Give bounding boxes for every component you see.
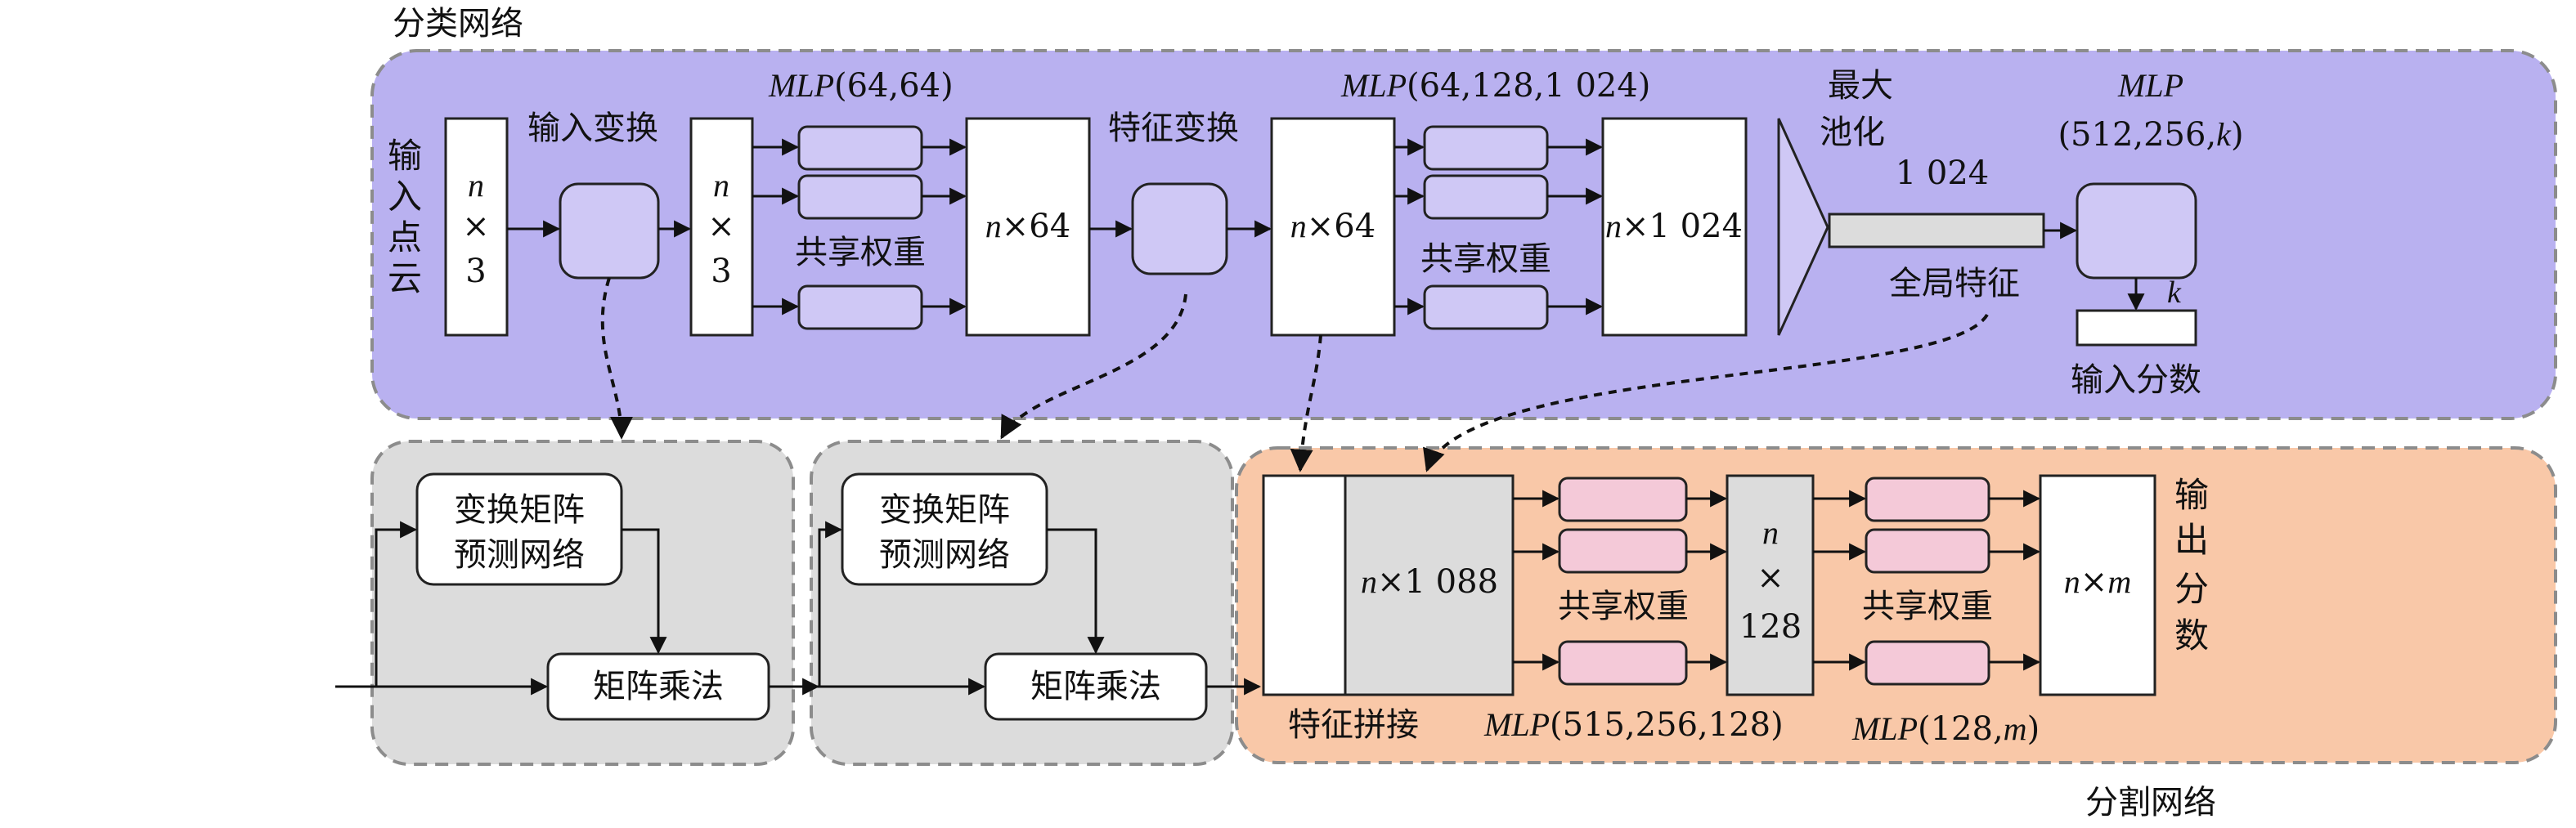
feature-transform-label: 特征变换 — [1108, 110, 1239, 147]
seg-mlp2-cell-1 — [1865, 477, 1990, 522]
svg-text:入: 入 — [388, 177, 422, 217]
tnet2-line2: 预测网络 — [879, 536, 1010, 574]
seg-mlp1-cell-3 — [1558, 640, 1688, 686]
global-feature-label: 全局特征 — [1889, 265, 2020, 302]
mlp-128-m-label: MLP(128,m) — [1851, 710, 2040, 748]
svg-text:输: 输 — [388, 136, 422, 176]
svg-text:输: 输 — [2174, 475, 2209, 515]
transformed-nx3-times: × — [707, 208, 735, 245]
transformed-nx3-three: 3 — [711, 253, 731, 290]
nx128-value: 128 — [1739, 608, 1802, 646]
concat-global-part — [1344, 474, 1515, 696]
nx128-block — [1726, 474, 1815, 696]
svg-text:出: 出 — [2174, 520, 2209, 560]
tnet2-matrix-multiply-label: 矩阵乘法 — [1030, 668, 1161, 705]
transformed-nx3-n: n — [713, 167, 729, 204]
svg-text:云: 云 — [388, 258, 422, 298]
input-nx3-three: 3 — [465, 253, 486, 290]
mlp1-cell-1 — [797, 125, 923, 171]
input-transform-box — [559, 182, 660, 280]
input-transform-label: 输入变换 — [527, 110, 658, 147]
mlp1-cell-3 — [797, 284, 923, 330]
classifier-mlp-box — [2076, 182, 2197, 280]
output-scores-label: 输 出 分 数 — [2174, 475, 2209, 656]
shared-weights-label-2: 共享权重 — [1420, 240, 1551, 278]
shared-weights-label-3: 共享权重 — [1558, 588, 1689, 625]
global-feature-bar — [1828, 213, 2045, 248]
nxm-label: n×m — [2064, 563, 2131, 601]
svg-text:点: 点 — [388, 217, 422, 257]
shared-weights-label-1: 共享权重 — [795, 234, 926, 271]
segmentation-network-title: 分割网络 — [2085, 784, 2216, 821]
tnet2-line1: 变换矩阵 — [879, 491, 1010, 529]
feature-concat-label: 特征拼接 — [1288, 706, 1419, 744]
mlp2-cell-1 — [1423, 125, 1549, 171]
input-nx3-n: n — [468, 167, 484, 204]
seg-mlp1-cell-2 — [1558, 528, 1688, 574]
max-pooling-label-1: 最大 — [1828, 67, 1893, 105]
nxm-block — [2039, 474, 2156, 696]
max-pooling-triangle — [1777, 118, 1829, 336]
dashed-connector-global-feature — [1423, 313, 1989, 472]
nx128-n: n — [1762, 514, 1779, 551]
seg-mlp2-cell-2 — [1865, 528, 1990, 574]
dashed-connector-feature-transform — [1000, 293, 1187, 440]
nx64-block-1 — [965, 117, 1091, 337]
feature-transform-box — [1131, 182, 1228, 275]
nx128-times: × — [1757, 559, 1784, 597]
svg-text:分: 分 — [2174, 569, 2209, 609]
tnet1-line2: 预测网络 — [454, 536, 585, 574]
k-label: k — [2167, 275, 2182, 310]
seg-mlp2-cell-3 — [1865, 640, 1990, 686]
classification-network-title: 分类网络 — [393, 5, 523, 43]
mlp-512-256-k-params: (512,256,k) — [2058, 116, 2243, 154]
mlp-515-256-128-label: MLP(515,256,128) — [1483, 706, 1784, 744]
global-feature-size: 1 024 — [1896, 154, 1990, 192]
mlp2-cell-2 — [1423, 174, 1549, 220]
seg-mlp1-cell-1 — [1558, 477, 1688, 522]
input-scores-label: 输入分数 — [2071, 361, 2201, 399]
nx64-block-2 — [1270, 117, 1396, 337]
transformed-nx3-block — [689, 117, 754, 337]
nx1024-block — [1601, 117, 1748, 337]
max-pooling-label-2: 池化 — [1820, 114, 1885, 151]
mlp2-cell-3 — [1423, 284, 1549, 330]
input-point-cloud-label: 输 入 点 云 — [388, 136, 422, 298]
tnet1-matrix-multiply-label: 矩阵乘法 — [593, 668, 724, 705]
mlp1-cell-2 — [797, 174, 923, 220]
input-scores-bar — [2076, 309, 2197, 347]
concat-local-part — [1262, 474, 1347, 696]
nx64-label-1: n×64 — [985, 208, 1070, 245]
shared-weights-label-4: 共享权重 — [1862, 588, 1993, 625]
dashed-connector-local-features — [1290, 334, 1322, 472]
mlp-64-128-1024-label: MLP(64,128,1 024) — [1340, 67, 1650, 105]
nx64-label-2: n×64 — [1290, 208, 1376, 245]
nx1088-label: n×1 088 — [1361, 563, 1498, 601]
nx1024-label: n×1 024 — [1605, 208, 1743, 245]
mlp-64-64-label: MLP(64,64) — [768, 67, 954, 105]
tnet1-line1: 变换矩阵 — [454, 491, 585, 529]
input-nx3-times: × — [462, 208, 490, 245]
mlp-512-256-k-word: MLP — [2117, 67, 2183, 104]
input-nx3-block — [444, 117, 509, 337]
svg-text:数: 数 — [2174, 615, 2209, 656]
